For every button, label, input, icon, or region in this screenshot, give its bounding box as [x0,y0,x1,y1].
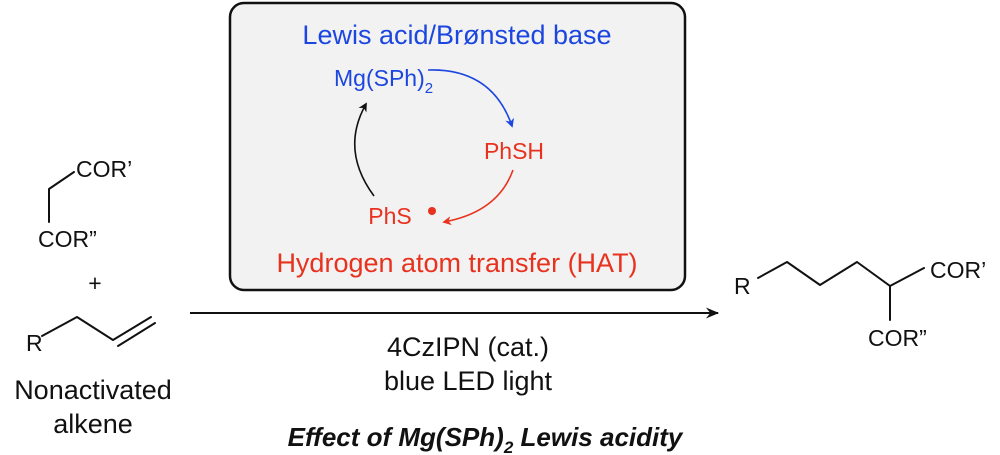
product-bonds [757,261,925,287]
radical-dot [428,207,436,215]
conditions-catalyst: 4CzIPN (cat.) [387,332,549,362]
alkene-label-line2: alkene [53,409,133,439]
phsh-label: PhSH [484,138,544,164]
product-cor1: COR’ [930,257,986,283]
cycle-arrow-blue [427,69,514,128]
mg-sph2-main: Mg(SPh) [334,65,425,91]
phs-label: PhS [368,203,411,229]
alkene-r-group: R [26,330,43,356]
dicarbonyl-cor1: COR’ [76,156,132,182]
plus-sign: + [88,270,101,296]
product-r-group: R [734,273,751,299]
dicarbonyl-cor2: COR” [38,226,97,252]
caption-tail: Lewis acidity [513,422,684,452]
alkene-double-bond [117,322,156,347]
box-footer: Hydrogen atom transfer (HAT) [276,248,637,278]
alkene-label-line1: Nonactivated [14,375,172,405]
box-title: Lewis acid/Brønsted base [302,20,611,50]
cycle-arrow-red [442,169,514,226]
conditions-light: blue LED light [384,366,553,396]
cycle-arrow-black [353,102,375,197]
alkene-bonds [41,316,152,341]
mg-sph2-subscript: 2 [425,80,433,97]
dicarbonyl-bonds [48,171,75,223]
mg-sph2-label: Mg(SPh)2 [334,65,433,97]
caption-subscript: 2 [503,438,514,455]
caption-main: Effect of Mg(SPh) [288,422,504,452]
catalytic-cycle-box [228,1,687,292]
caption: Effect of Mg(SPh)2 Lewis acidity [288,422,684,455]
product-cor2: COR” [868,325,927,351]
